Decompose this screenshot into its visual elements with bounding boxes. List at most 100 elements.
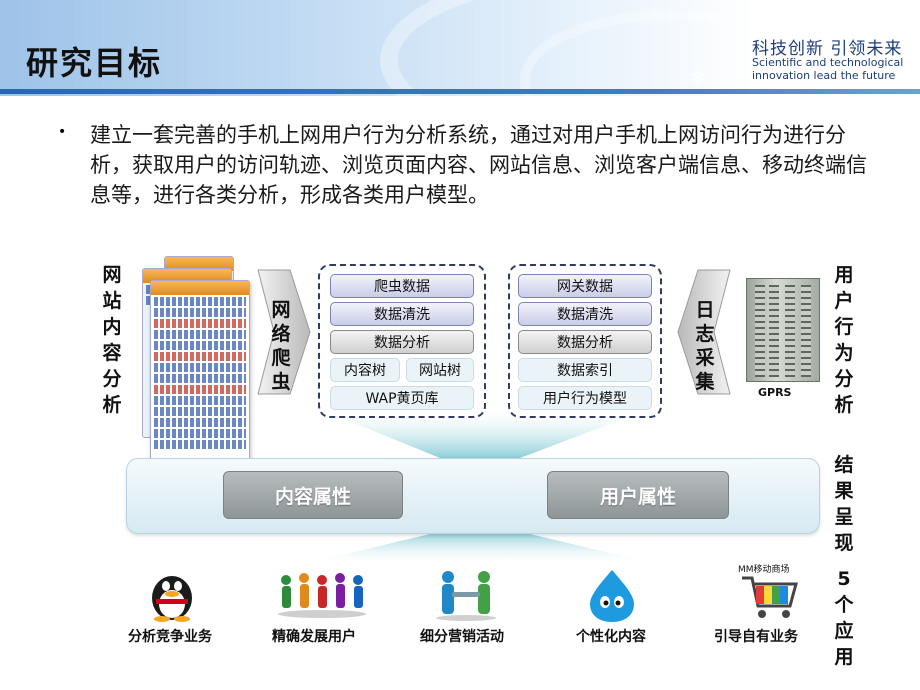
shopping-cart-icon [742, 576, 798, 618]
gprs-caption: GPRS [758, 386, 792, 399]
vertical-label-char: 集 [695, 371, 715, 393]
vertical-label-char: 分 [102, 368, 122, 390]
crawler-data-box: 爬虫数据 [330, 274, 474, 298]
qq-penguin-icon [152, 576, 192, 622]
vertical-label-char: 现 [834, 532, 854, 554]
crawler-chevron-arrow [257, 269, 311, 395]
data-analysis-box: 数据分析 [330, 330, 474, 354]
header-divider-bar [0, 89, 920, 94]
slogan-chinese: 科技创新 引领未来 [752, 39, 903, 59]
phone-header-bar [165, 257, 233, 271]
vertical-label-char: 析 [102, 394, 122, 416]
phone-screenshot-front [150, 280, 250, 470]
server-rack-unit [785, 285, 795, 377]
phone-text-line [154, 352, 246, 361]
vertical-label-char: 呈 [834, 506, 854, 528]
vertical-label-char: 应 [834, 620, 854, 642]
user-behavior-model-box: 用户行为模型 [518, 386, 652, 410]
water-drop-mascot-icon [590, 570, 634, 622]
app-label-precise-user-growth: 精确发展用户 [272, 629, 356, 645]
server-rack-unit [801, 285, 811, 377]
vertical-label-char: 果 [834, 480, 854, 502]
phone-text-line [154, 363, 246, 372]
log-chevron-arrow [677, 269, 731, 395]
phone-text-line [154, 396, 246, 405]
vertical-label-char: 5 [837, 568, 851, 590]
data-cleaning-box: 数据清洗 [330, 302, 474, 326]
phone-text-line [154, 319, 246, 328]
vertical-label-char: 网 [271, 299, 291, 321]
wap-yellow-pages-box: WAP黄页库 [330, 386, 474, 410]
slogan-english-line: innovation lead the future [752, 69, 896, 82]
shaking-hands-icon [436, 571, 496, 621]
funnel-top [310, 405, 660, 458]
vertical-label-char: 内 [102, 316, 122, 338]
vertical-label-char: 用 [834, 646, 854, 668]
data-cleaning-box: 数据清洗 [518, 302, 652, 326]
slide-header: ✻ [0, 0, 920, 96]
bullet-point: • [58, 124, 67, 140]
vertical-label-char: 用 [834, 264, 854, 286]
phone-text-line [154, 407, 246, 416]
phone-text-line [154, 418, 246, 427]
vertical-label-char: 爬 [271, 347, 291, 369]
phone-text-line [154, 297, 246, 306]
vertical-label-char: 个 [834, 594, 854, 616]
phone-header-bar [151, 281, 249, 295]
app-label-personalized-content: 个性化内容 [576, 629, 646, 645]
result-presentation-label: 结果呈现 [832, 452, 856, 556]
vertical-label-char: 行 [834, 316, 854, 338]
five-apps-label: 5 个应用 [832, 566, 856, 670]
content-attribute-box: 内容属性 [223, 471, 403, 519]
vertical-label-char: 结 [834, 454, 854, 476]
vertical-label-char: 采 [695, 347, 715, 369]
vertical-label-char: 志 [695, 323, 715, 345]
phone-text-line [154, 330, 246, 339]
app-label-competitive-analysis: 分析竞争业务 [128, 629, 212, 645]
content-tree-box: 内容树 [330, 358, 400, 382]
vertical-label-char: 析 [834, 394, 854, 416]
slogan-english: Scientific and technological innovation … [752, 56, 912, 82]
people-group-icon [278, 573, 366, 618]
vertical-label-char: 虫 [271, 371, 291, 393]
vertical-label-char: 户 [834, 290, 854, 312]
data-analysis-box: 数据分析 [518, 330, 652, 354]
user-attribute-box: 用户属性 [547, 471, 729, 519]
server-rack-unit [755, 285, 765, 377]
vertical-label-char: 分 [834, 368, 854, 390]
server-rack-icon [746, 278, 820, 382]
intro-paragraph: 建立一套完善的手机上网用户行为分析系统，通过对用户手机上网访问行为进行分析，获取… [90, 123, 867, 207]
vertical-label-char: 站 [102, 290, 122, 312]
vertical-label-char: 络 [271, 323, 291, 345]
web-crawler-label: 网络爬虫 [268, 298, 294, 394]
phone-header-bar [143, 269, 231, 283]
gateway-data-box: 网关数据 [518, 274, 652, 298]
site-tree-box: 网站树 [406, 358, 474, 382]
vertical-label-char: 为 [834, 342, 854, 364]
mm-store-label: MM移动商场 [738, 565, 790, 575]
results-band: 内容属性 用户属性 [126, 458, 820, 534]
user-behavior-analysis-label: 用户行为分析 [832, 262, 856, 418]
phone-text-line [154, 385, 246, 394]
vertical-label-char: 网 [102, 264, 122, 286]
crawler-data-panel: 爬虫数据 数据清洗 数据分析 内容树 网站树 WAP黄页库 [318, 264, 486, 418]
vertical-label-char: 容 [102, 342, 122, 364]
gateway-data-panel: 网关数据 数据清洗 数据分析 数据索引 用户行为模型 [508, 264, 662, 418]
funnel-bottom [300, 534, 660, 565]
app-label-guide-own-services: 引导自有业务 [714, 629, 798, 645]
server-rack-unit [769, 285, 779, 377]
phone-text-line [154, 429, 246, 438]
log-collection-label: 日志采集 [692, 298, 718, 394]
vertical-label-char: 日 [695, 299, 715, 321]
phone-text-line [154, 308, 246, 317]
data-index-box: 数据索引 [518, 358, 652, 382]
website-content-analysis-label: 网站内容分析 [100, 262, 124, 418]
phone-text-line [154, 341, 246, 350]
phone-text-line [154, 440, 246, 449]
app-label-segmented-marketing: 细分营销活动 [420, 629, 504, 645]
slogan-english-line: Scientific and technological [752, 56, 904, 69]
phone-text-line [154, 374, 246, 383]
page-title: 研究目标 [26, 44, 163, 82]
snowflake-icon: ✻ [690, 68, 706, 89]
